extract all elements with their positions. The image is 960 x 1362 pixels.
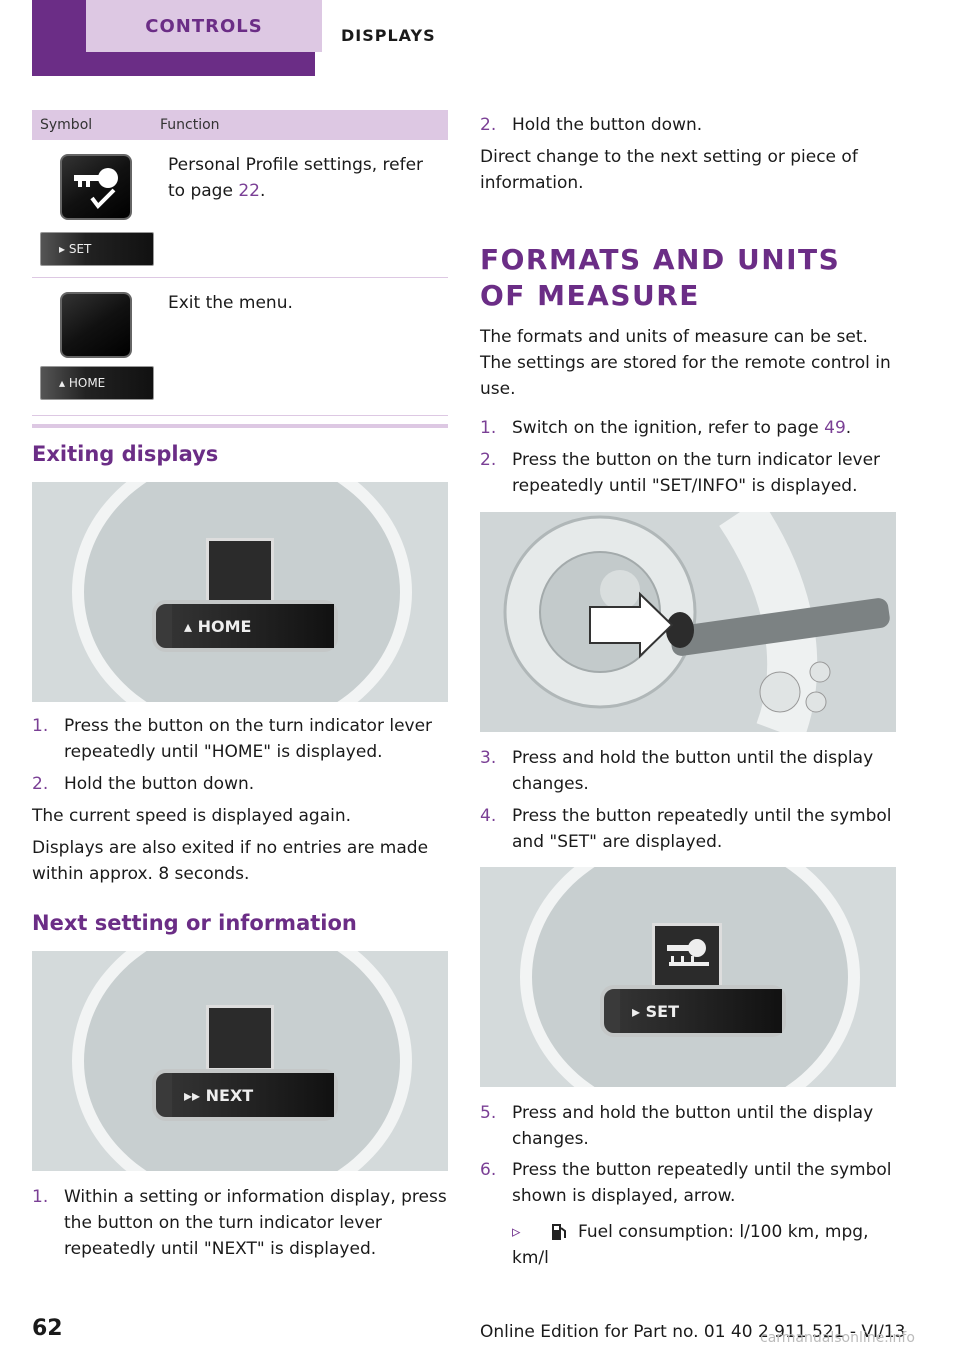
paragraph: Direct change to the next setting or pie… (480, 147, 858, 193)
formats-units-title: FORMATS AND UNITS OF MEASURE (480, 243, 841, 312)
paragraph: The formats and units of measure can be … (480, 327, 891, 399)
key-check-icon (60, 154, 132, 220)
header-function: Function (160, 117, 220, 133)
triangle-bullet-icon: ▹ (512, 1222, 521, 1242)
paragraph: The current speed is displayed again. (32, 806, 352, 826)
bullet-item: ▹ Fuel consumption: l/100 km, mpg, km/l (512, 1219, 896, 1275)
list-item: 3. Press and hold the button until the d… (480, 748, 874, 794)
list-item: 6. Press the button repeatedly until the… (480, 1160, 892, 1206)
table-row: ▸ SET Personal Profile settings, refer t… (32, 140, 448, 278)
header-tab-controls[interactable]: CONTROLS (32, 0, 322, 76)
lcd-bar: ▴ HOME (152, 600, 338, 652)
row-function-text: Exit the menu. (168, 293, 293, 313)
header-symbol: Symbol (40, 117, 93, 133)
watermark: carmanualsonline.info (760, 1330, 915, 1346)
list-item: 1. Within a setting or information displ… (32, 1187, 447, 1259)
exiting-displays-title: Exiting displays (32, 442, 219, 466)
lcd-home: ▴ HOME (40, 366, 154, 400)
page-link-22[interactable]: 22 (238, 181, 260, 201)
lcd-bar: ▸ SET (600, 985, 786, 1037)
list-item: 1. Press the button on the turn indicato… (32, 716, 433, 762)
lcd-set: ▸ SET (40, 232, 154, 266)
instrument-cluster-next-image: ▸▸ NEXT (32, 951, 448, 1171)
row-function-text: Personal Profile settings, refer to page… (168, 155, 424, 201)
display-screen (206, 1005, 274, 1071)
lcd-bar: ▸▸ NEXT (152, 1069, 338, 1121)
list-item: 2. Press the button on the turn indicato… (480, 450, 881, 496)
page-number: 62 (32, 1316, 63, 1341)
fuel-pump-icon (550, 1222, 568, 1242)
next-setting-title: Next setting or information (32, 911, 357, 935)
table-header: Symbol Function (32, 110, 448, 140)
paragraph: Displays are also exited if no entries a… (32, 838, 429, 884)
table-row: ▴ HOME Exit the menu. (32, 278, 448, 416)
list-item: 2. Hold the button down. (32, 774, 255, 794)
page-link-49[interactable]: 49 (824, 418, 846, 438)
list-item: 5. Press and hold the button until the d… (480, 1103, 874, 1149)
turn-indicator-lever-image (480, 512, 896, 732)
table-bottom-rule (32, 424, 448, 428)
edition-text: Online Edition for Part no. 01 40 2 911 … (480, 1322, 906, 1342)
list-item: 2. Hold the button down. (480, 115, 703, 135)
list-item: 1. Switch on the ignition, refer to page… (480, 418, 852, 438)
tab-controls-label: CONTROLS (145, 15, 263, 37)
display-screen (206, 538, 274, 604)
tab-displays[interactable]: DISPLAYS (341, 26, 436, 45)
list-item: 4. Press the button repeatedly until the… (480, 806, 892, 852)
instrument-cluster-set-image: ▸ SET (480, 867, 896, 1087)
lever-illustration (503, 512, 890, 732)
key-symbol-display (652, 923, 722, 989)
instrument-cluster-home-image: ▴ HOME (32, 482, 448, 702)
tab-controls-label-box: CONTROLS (86, 0, 322, 52)
symbol-table: Symbol Function ▸ SET Personal Profile s… (32, 110, 448, 428)
blank-button-icon (60, 292, 132, 358)
